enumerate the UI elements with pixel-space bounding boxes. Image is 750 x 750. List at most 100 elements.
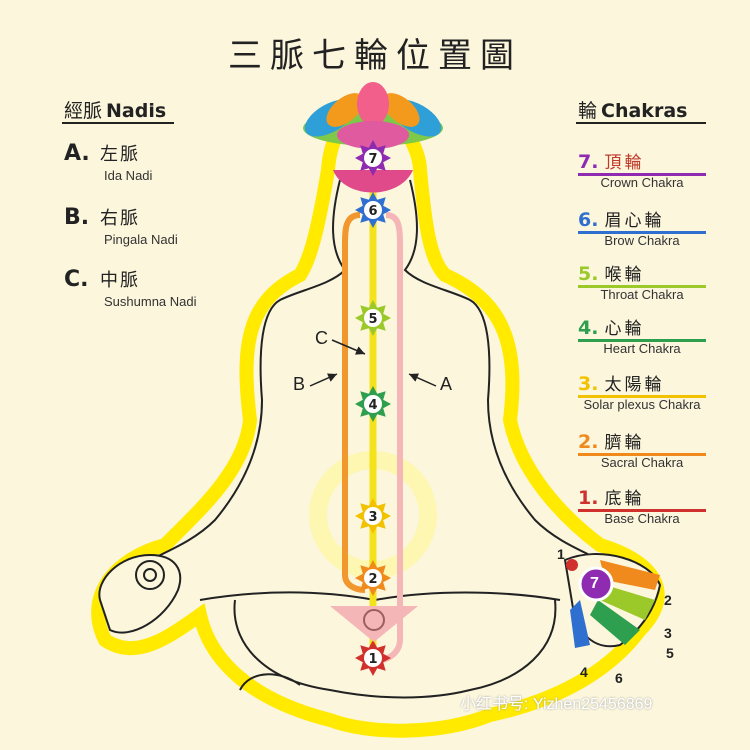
chakra-core	[364, 395, 382, 413]
body-outline	[149, 179, 601, 561]
chakra-name-en: Heart Chakra	[603, 341, 681, 356]
chakra-name-en: Sacral Chakra	[600, 455, 684, 470]
chakra-name-cn: 太陽輪	[604, 375, 665, 395]
chakra-point-3: 3	[355, 498, 391, 534]
chakra-item-3: 3.太陽輪 Solar plexus Chakra	[578, 370, 706, 412]
chakra-point-5: 5	[355, 300, 391, 336]
hand-center-number: 7	[590, 575, 599, 592]
chakra-color-bar	[578, 231, 706, 234]
hand-number-3: 3	[664, 625, 672, 641]
body-label-a: A	[440, 374, 453, 394]
chakra-number: 3.	[578, 373, 599, 395]
chakra-point-number: 6	[368, 204, 377, 219]
pelvic-spiral	[363, 609, 385, 631]
chakra-name-en: Brow Chakra	[604, 233, 680, 248]
chakra-point-number: 2	[368, 572, 377, 587]
crown-lotus	[303, 82, 443, 149]
chakra-core	[364, 507, 382, 525]
arrow-a	[408, 373, 437, 387]
chakra-item-1: 1.底輪 Base Chakra	[578, 484, 706, 526]
chakra-item-7: 7.頂輪 Crown Chakra	[578, 148, 706, 190]
watermark: 小红书号: Yizhen25456869	[460, 696, 653, 713]
hand-number-6: 6	[615, 670, 623, 686]
ida-channel	[381, 212, 403, 663]
chakra-point-1: 1	[355, 640, 391, 676]
aura-outline	[91, 100, 665, 738]
chakra-name-cn: 喉輪	[604, 265, 645, 285]
chakra-color-bar	[578, 339, 706, 342]
chakra-point-7: 7	[355, 140, 391, 176]
chakra-name-en: Base Chakra	[604, 511, 680, 526]
pelvic-triangle	[330, 606, 418, 642]
chakra-color-bar	[578, 285, 706, 288]
nadi-item-a: A. 左脈 Ida Nadi	[64, 140, 152, 183]
chakra-core	[364, 201, 382, 219]
chakra-item-6: 6.眉心輪 Brow Chakra	[578, 206, 706, 248]
arrow-c	[331, 339, 366, 355]
chakra-name-cn: 臍輪	[604, 433, 645, 453]
chakra-name-en: Crown Chakra	[600, 175, 684, 190]
hand-number-4: 4	[580, 664, 588, 680]
nadi-name-cn: 右脈	[100, 208, 140, 229]
arrow-b	[309, 373, 338, 387]
nadis-header-en: Nadis	[106, 100, 167, 122]
nadi-item-b: B. 右脈 Pingala Nadi	[64, 204, 178, 247]
chakra-number: 5.	[578, 263, 599, 285]
chakra-core	[364, 649, 382, 667]
nadis-header-underline	[62, 122, 174, 124]
chakras-header-underline	[576, 122, 706, 124]
chakra-number: 1.	[578, 487, 599, 509]
nadi-name-cn: 左脈	[100, 144, 140, 165]
chakra-point-number: 4	[368, 398, 377, 413]
chakra-item-2: 2.臍輪 Sacral Chakra	[578, 428, 706, 470]
nadi-name-en: Ida Nadi	[104, 168, 153, 183]
chakra-item-5: 5.喉輪 Throat Chakra	[578, 260, 706, 302]
chakra-name-cn: 頂輪	[604, 153, 645, 173]
chakra-point-number: 7	[368, 152, 377, 167]
chakra-point-4: 4	[355, 386, 391, 422]
chakra-point-number: 5	[368, 312, 377, 327]
chakra-color-bar	[578, 509, 706, 512]
chakra-point-number: 3	[368, 510, 377, 525]
nadi-letter: A.	[64, 141, 90, 166]
chakra-name-en: Solar plexus Chakra	[583, 397, 701, 412]
chakra-point-number: 1	[368, 652, 377, 667]
hand-number-1: 1	[557, 546, 565, 562]
chakra-point-6: 6	[355, 192, 391, 228]
chakra-number: 2.	[578, 431, 599, 453]
nadi-item-c: C. 中脈 Sushumna Nadi	[64, 266, 197, 309]
nadi-name-cn: 中脈	[100, 270, 140, 291]
right-hand	[563, 553, 662, 648]
nadi-name-en: Pingala Nadi	[104, 232, 178, 247]
chakra-core	[364, 309, 382, 327]
chakra-point-2: 2	[355, 560, 391, 596]
chakra-number: 6.	[578, 209, 599, 231]
chakra-name-cn: 底輪	[604, 489, 645, 509]
chakra-name-en: Throat Chakra	[600, 287, 684, 302]
chakras-header-cn: 輪	[578, 100, 598, 122]
chakra-name-cn: 眉心輪	[604, 211, 665, 231]
body-label-c: C	[315, 328, 328, 348]
chakra-core	[364, 149, 382, 167]
chakra-color-bar	[578, 173, 706, 176]
chakra-item-4: 4.心輪 Heart Chakra	[578, 314, 706, 356]
chakra-color-bar	[578, 395, 706, 398]
brow-bowl	[333, 170, 413, 193]
chakra-core	[364, 569, 382, 587]
nadis-header-cn: 經脈	[64, 100, 103, 122]
chakra-color-bar	[578, 453, 706, 456]
nadi-letter: B.	[64, 205, 90, 230]
nadi-letter: C.	[64, 267, 89, 292]
nadi-name-en: Sushumna Nadi	[104, 294, 197, 309]
left-hand	[98, 553, 182, 634]
chakra-number: 7.	[578, 151, 599, 173]
chakras-header-en: Chakras	[601, 100, 688, 122]
chakra-number: 4.	[578, 317, 599, 339]
page-title: 三脈七輪位置圖	[228, 36, 522, 76]
